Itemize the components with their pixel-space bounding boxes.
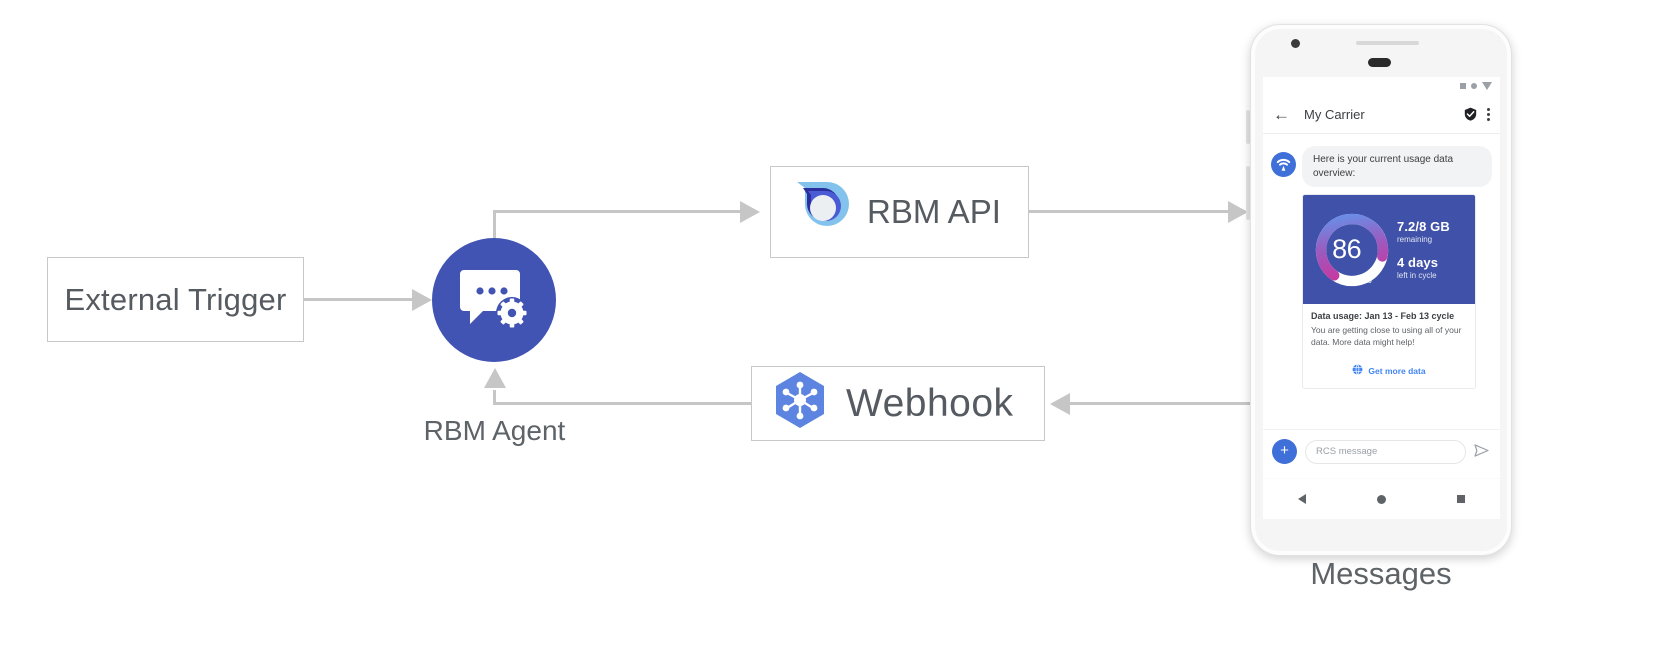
webhook-label: Webhook bbox=[846, 381, 1014, 425]
app-bar: ← My Carrier bbox=[1263, 95, 1500, 134]
app-bar-title: My Carrier bbox=[1304, 106, 1365, 122]
message-composer: + RCS message bbox=[1263, 429, 1500, 473]
stat-data-remaining: 7.2/8 GB remaining bbox=[1397, 219, 1469, 244]
rich-card-body: Data usage: Jan 13 - Feb 13 cycle You ar… bbox=[1303, 304, 1475, 353]
arrowhead-webhook-to-agent bbox=[484, 368, 506, 388]
phone-earpiece bbox=[1356, 41, 1419, 45]
rich-card-media: 86 % 7.2/8 GB remaining 4 days lef bbox=[1303, 195, 1475, 304]
stat-data-remaining-value: 7.2/8 GB bbox=[1397, 219, 1450, 234]
wifi-tower-icon bbox=[1271, 152, 1296, 177]
rich-card-stats: 7.2/8 GB remaining 4 days left in cycle bbox=[1395, 219, 1469, 280]
phone-power-button[interactable] bbox=[1246, 110, 1250, 144]
rbm-agent-node[interactable] bbox=[432, 238, 556, 362]
back-arrow-icon[interactable]: ← bbox=[1273, 104, 1290, 124]
data-usage-gauge: 86 % bbox=[1309, 207, 1395, 293]
connector-trigger-to-agent bbox=[304, 298, 414, 301]
rbm-api-teardrop-icon bbox=[787, 176, 855, 249]
get-more-data-label: Get more data bbox=[1368, 365, 1426, 376]
status-bar bbox=[1263, 77, 1500, 95]
messages-label: Messages bbox=[1310, 556, 1452, 591]
rich-card-title: Data usage: Jan 13 - Feb 13 cycle bbox=[1311, 311, 1455, 321]
rcs-message-input[interactable]: RCS message bbox=[1305, 439, 1466, 464]
arrowhead-phone-to-webhook bbox=[1050, 393, 1070, 415]
verified-shield-icon bbox=[1464, 107, 1477, 121]
connector-webhook-to-agent bbox=[493, 402, 753, 405]
rbm-api-label: RBM API bbox=[867, 193, 1001, 230]
connector-agent-to-api bbox=[493, 210, 741, 213]
incoming-message-bubble: Here is your current usage data overview… bbox=[1302, 146, 1492, 187]
stat-days-left-value: 4 days bbox=[1397, 255, 1439, 270]
arrowhead-trigger-to-agent bbox=[412, 289, 432, 311]
phone-screen: ← My Carrier bbox=[1263, 77, 1500, 519]
attach-plus-button[interactable]: + bbox=[1272, 439, 1297, 464]
connector-phone-to-webhook bbox=[1070, 402, 1260, 405]
phone-sensor bbox=[1368, 58, 1391, 67]
nav-home-icon[interactable] bbox=[1376, 494, 1386, 504]
get-more-data-button[interactable]: Get more data bbox=[1303, 353, 1475, 388]
gauge-number: 86 bbox=[1332, 234, 1362, 264]
external-trigger-label: External Trigger bbox=[64, 281, 287, 317]
nav-recents-icon[interactable] bbox=[1456, 495, 1465, 503]
chat-bubble-gear-icon bbox=[458, 264, 530, 337]
gauge-unit: % bbox=[1362, 273, 1372, 286]
connector-api-to-phone bbox=[1029, 210, 1243, 213]
stat-data-remaining-caption: remaining bbox=[1397, 235, 1433, 244]
stat-days-left-caption: left in cycle bbox=[1397, 271, 1437, 280]
globe-icon bbox=[1352, 362, 1363, 380]
send-icon[interactable] bbox=[1474, 443, 1489, 460]
stat-days-left: 4 days left in cycle bbox=[1397, 255, 1469, 280]
arrowhead-agent-to-api bbox=[740, 201, 760, 223]
arrowhead-api-to-phone bbox=[1228, 201, 1248, 223]
rbm-agent-label: RBM Agent bbox=[423, 415, 566, 446]
nav-back-icon[interactable] bbox=[1298, 494, 1307, 504]
square-icon bbox=[1460, 83, 1466, 89]
phone-device: ← My Carrier bbox=[1250, 24, 1512, 556]
android-nav-bar bbox=[1263, 478, 1500, 519]
incoming-message-row: Here is your current usage data overview… bbox=[1271, 146, 1492, 187]
connector-webhook-up-to-agent bbox=[493, 390, 496, 404]
phone-camera-icon bbox=[1291, 39, 1300, 48]
overflow-menu-icon[interactable] bbox=[1487, 107, 1490, 121]
rich-card-description: You are getting close to using all of yo… bbox=[1311, 325, 1462, 348]
conversation-pane: Here is your current usage data overview… bbox=[1263, 134, 1500, 479]
webhook-node[interactable]: Webhook bbox=[751, 366, 1045, 441]
hexagon-nodes-icon bbox=[768, 369, 832, 438]
triangle-down-icon bbox=[1482, 82, 1492, 90]
rich-card[interactable]: 86 % 7.2/8 GB remaining 4 days lef bbox=[1302, 194, 1476, 389]
rbm-api-node[interactable]: RBM API bbox=[770, 166, 1029, 258]
external-trigger-node[interactable]: External Trigger bbox=[47, 257, 304, 342]
gauge-value: 86 % bbox=[1309, 207, 1395, 293]
dot-icon bbox=[1471, 83, 1477, 89]
phone-volume-button[interactable] bbox=[1246, 166, 1250, 220]
